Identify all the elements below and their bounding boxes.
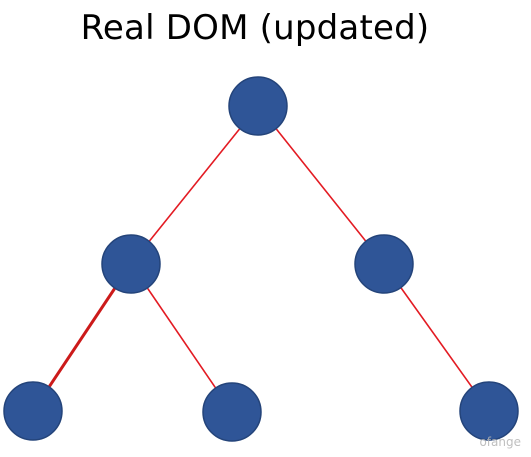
- tree-node-right: [354, 234, 414, 294]
- edge-right-to-right-child: [383, 263, 490, 412]
- tree-edges: [31, 105, 490, 413]
- watermark: ofange: [479, 435, 521, 449]
- tree-node-left-right: [202, 382, 262, 442]
- edge-root-to-left: [130, 105, 259, 265]
- tree-node-left: [101, 234, 161, 294]
- diagram-title: Real DOM (updated): [80, 8, 430, 48]
- tree-nodes: [3, 76, 519, 442]
- tree-node-left-left: [3, 381, 63, 441]
- tree-node-root: [228, 76, 288, 136]
- edge-left-to-left-right: [130, 263, 233, 413]
- edge-root-to-right: [257, 105, 385, 265]
- tree-node-right-child: [459, 381, 519, 441]
